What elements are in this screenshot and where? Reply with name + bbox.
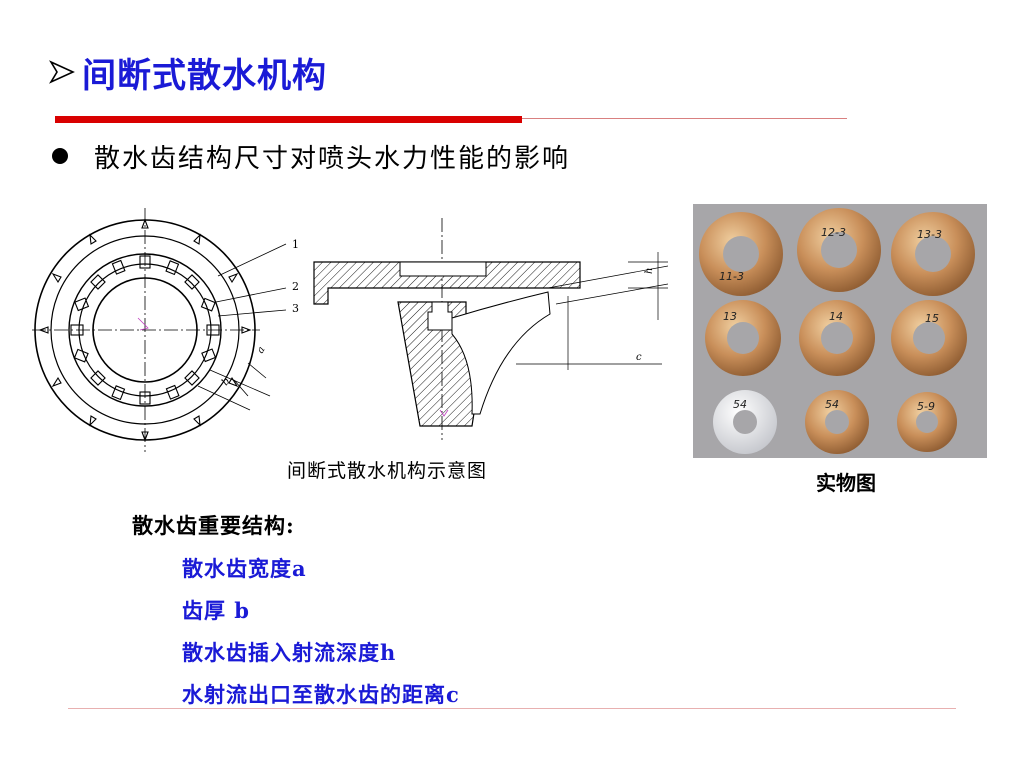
- structure-list: 散水齿宽度a 齿厚 b 散水齿插入射流深度h 水射流出口至散水齿的距离c: [182, 548, 460, 716]
- bullet-text: 散水齿结构尺寸对喷头水力性能的影响: [94, 143, 571, 174]
- dim-label-h: h: [644, 268, 655, 274]
- part-label: 15: [925, 312, 939, 325]
- part-label: 13-3: [917, 228, 942, 241]
- parts-photo: 11-3 12-3 13-3 13 14 15 54 54 5-9: [693, 204, 987, 458]
- arrow-bullet-icon: [48, 52, 82, 92]
- structure-heading: 散水齿重要结构:: [132, 513, 295, 538]
- part-2: [797, 208, 881, 292]
- title-underline-accent: [55, 116, 522, 123]
- dim-label-b: b: [220, 376, 233, 388]
- part-label: 54: [733, 398, 747, 411]
- diagram-caption: 间断式散水机构示意图: [287, 460, 488, 482]
- footer-divider: [68, 708, 956, 709]
- photo-caption: 实物图: [816, 471, 876, 495]
- ring-top-view: [32, 208, 287, 452]
- part-label: 14: [829, 310, 843, 323]
- part-label: 5-9: [917, 400, 935, 413]
- part-4: [705, 300, 781, 376]
- part-label: 12-3: [821, 226, 846, 239]
- slide-title: 间断式散水机构: [48, 44, 327, 100]
- bullet-point: 散水齿结构尺寸对喷头水力性能的影响: [52, 136, 570, 176]
- part-label: 11-3: [719, 270, 744, 283]
- part-7: [713, 390, 777, 454]
- section-view: [313, 218, 669, 440]
- dim-label-c: c: [636, 352, 642, 363]
- callout-3: 3: [292, 302, 299, 315]
- list-item: 齿厚 b: [182, 598, 250, 623]
- list-item: 水射流出口至散水齿的距离c: [182, 682, 460, 707]
- part-5: [799, 300, 875, 376]
- part-1: [699, 212, 783, 296]
- title-text: 间断式散水机构: [82, 55, 327, 96]
- list-item: 散水齿插入射流深度h: [182, 640, 397, 665]
- list-item: 散水齿宽度a: [182, 556, 307, 581]
- mechanism-diagram: 1 2 3 a b h c: [28, 200, 669, 460]
- part-label: 54: [825, 398, 839, 411]
- callout-1: 1: [292, 238, 299, 251]
- dim-label-a: a: [255, 345, 268, 356]
- part-label: 13: [723, 310, 737, 323]
- part-6: [891, 300, 967, 376]
- part-3: [891, 212, 975, 296]
- callout-2: 2: [292, 280, 299, 293]
- bullet-dot-icon: [52, 148, 68, 164]
- part-8: [805, 390, 869, 454]
- part-9: [897, 392, 957, 452]
- title-underline-thin: [522, 118, 847, 119]
